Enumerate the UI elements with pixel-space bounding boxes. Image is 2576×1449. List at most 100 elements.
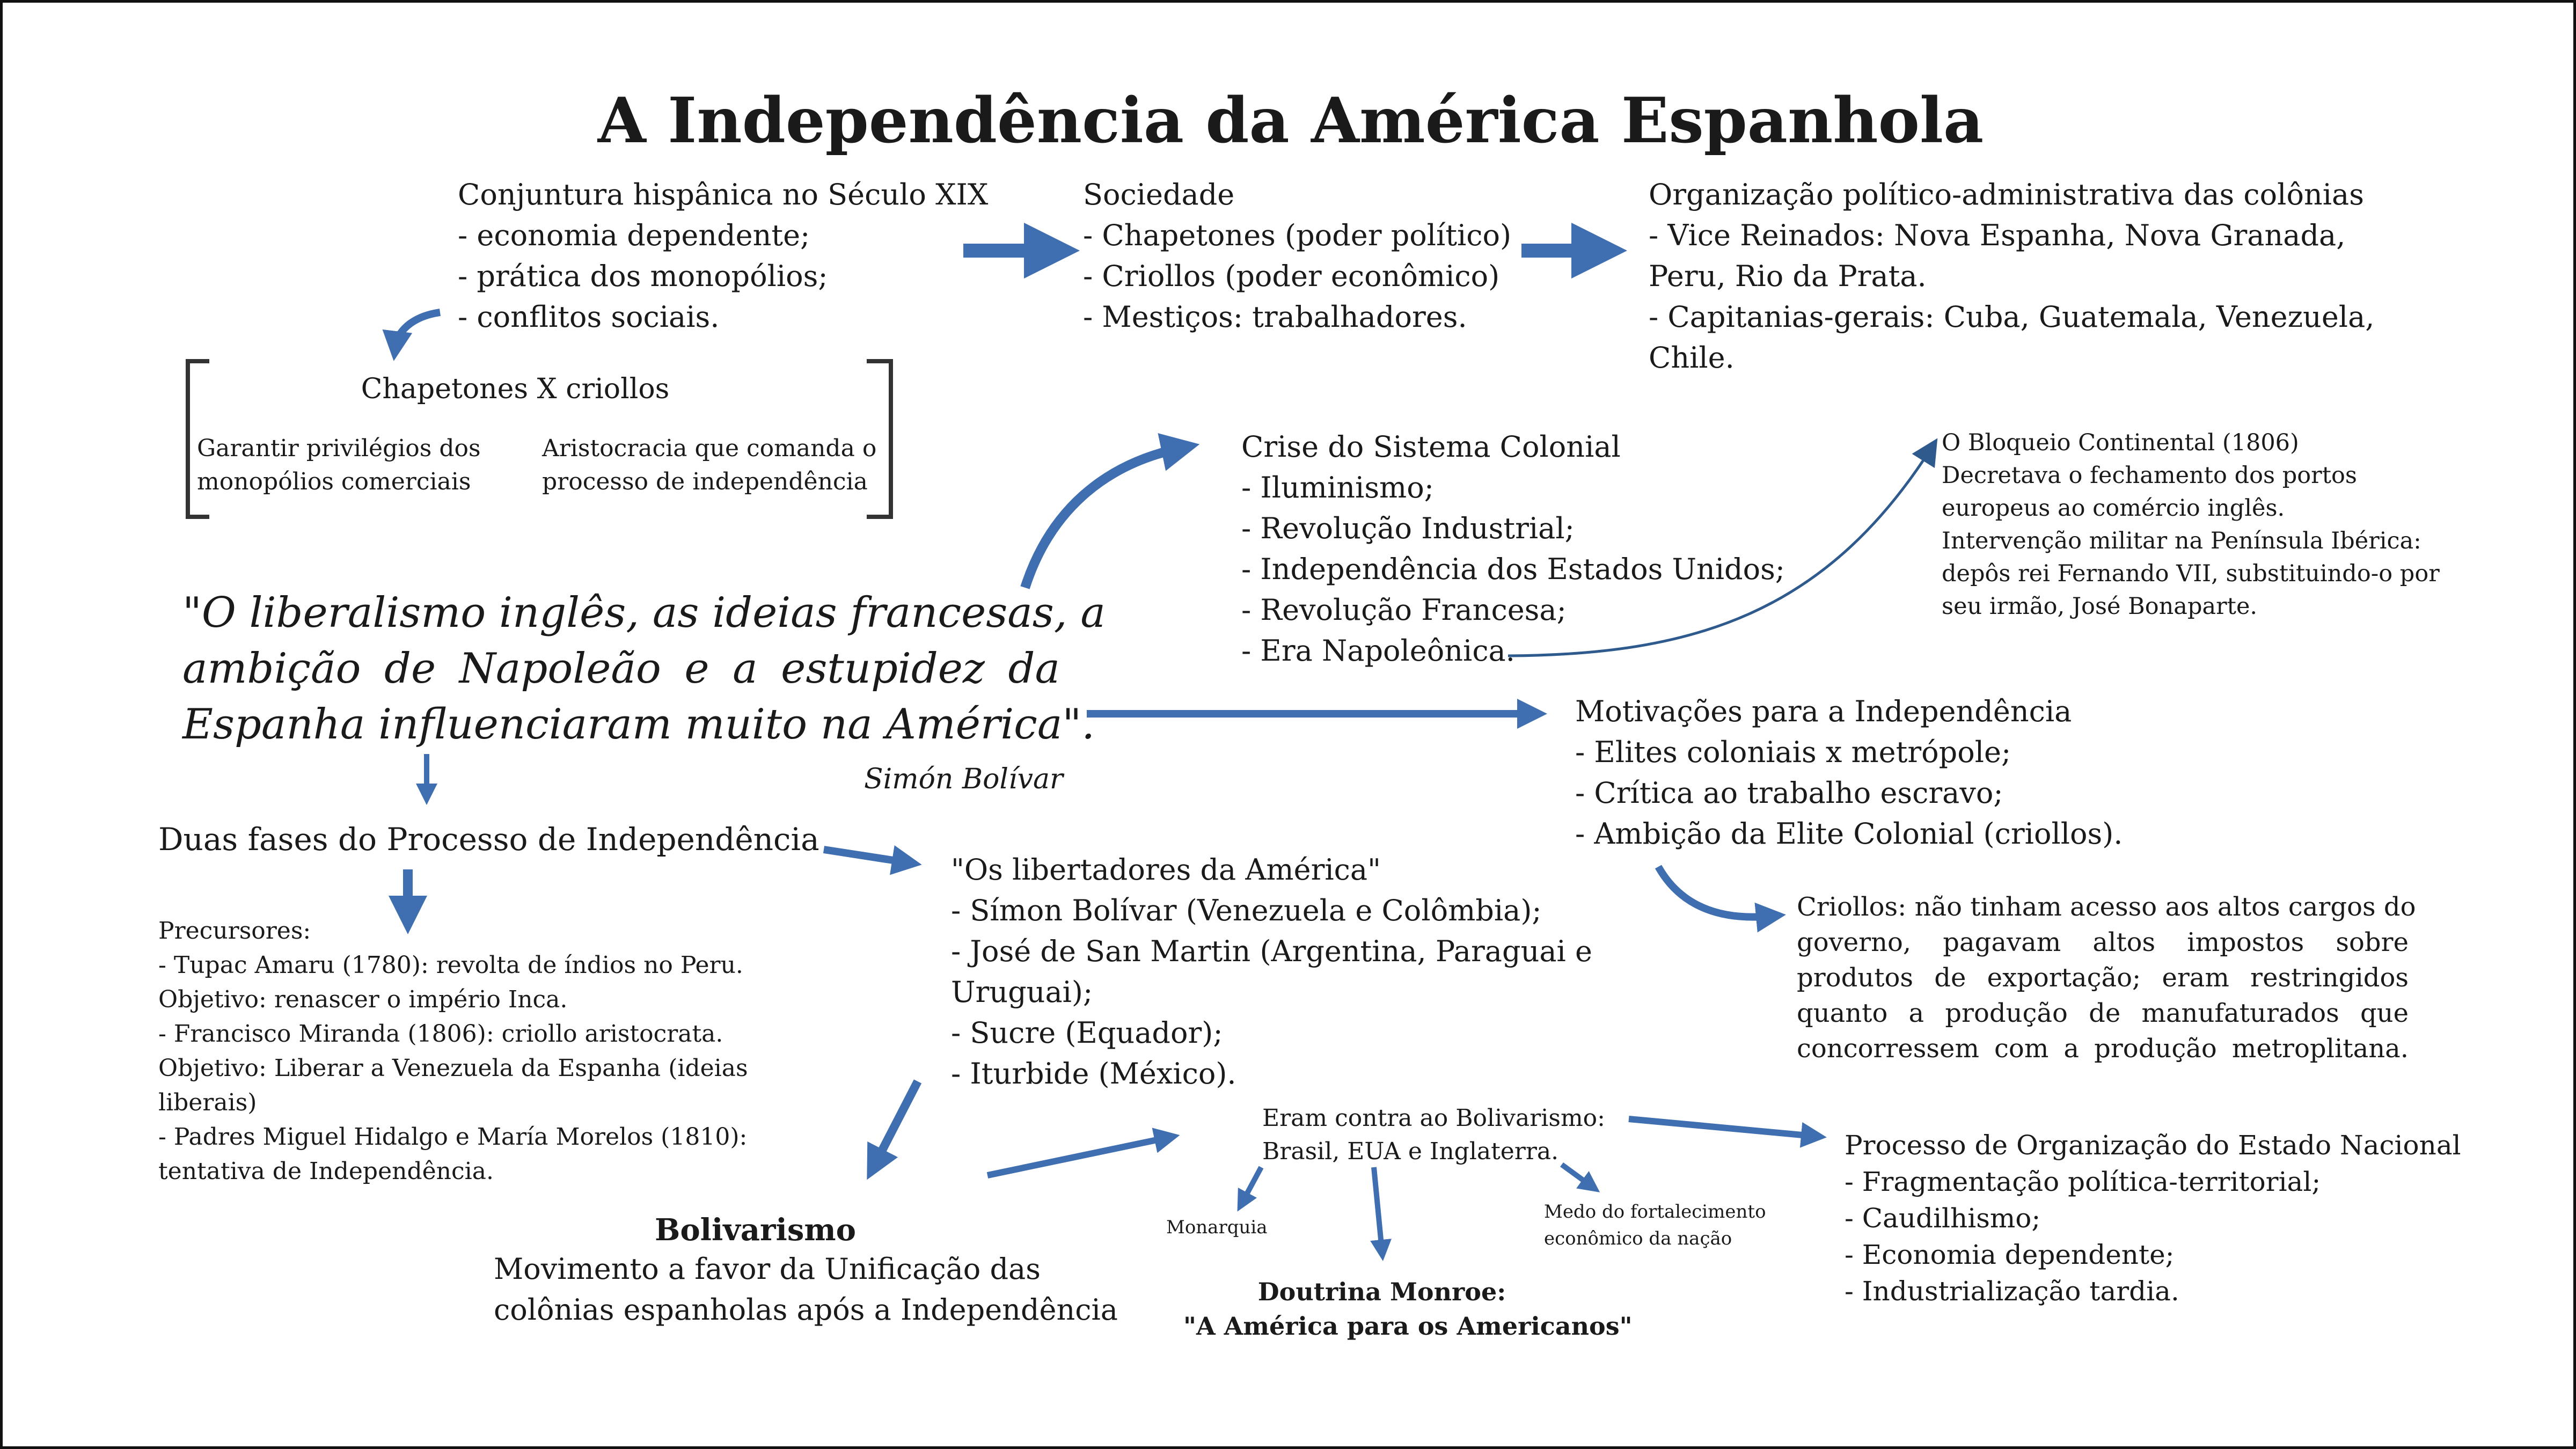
crise-block: Crise do Sistema Colonial - Iluminismo; … bbox=[1241, 427, 1785, 671]
processo-item: - Fragmentação política-territorial; bbox=[1845, 1166, 2321, 1197]
motivacoes-item: - Ambição da Elite Colonial (criollos). bbox=[1575, 817, 2123, 851]
motivacoes-block: Motivações para a Independência - Elites… bbox=[1575, 691, 2123, 854]
bolivarismo-desc: Movimento a favor da Unificação das colô… bbox=[494, 1249, 1118, 1330]
motivacoes-item: - Crítica ao trabalho escravo; bbox=[1575, 776, 2003, 810]
libertadores-block: "Os libertadores da América" - Símon Bol… bbox=[951, 850, 1592, 1094]
contra-line: Brasil, EUA e Inglaterra. bbox=[1262, 1138, 1559, 1165]
criollos-block: Criollos: não tinham acesso aos altos ca… bbox=[1797, 889, 2416, 1066]
arrow-contra-to-monroe bbox=[1370, 1167, 1392, 1261]
contra-line: Eram contra ao Bolivarismo: bbox=[1262, 1104, 1605, 1132]
precursores-block: Precursores: - Tupac Amaru (1780): revol… bbox=[158, 914, 748, 1189]
crise-item: - Era Napoleônica. bbox=[1241, 634, 1515, 668]
quote-author: Simón Bolívar bbox=[864, 763, 1063, 795]
arrow-conjuntura-to-chapetones bbox=[382, 309, 441, 361]
organizacao-line: - Vice Reinados: Nova Espanha, Nova Gran… bbox=[1649, 218, 2346, 252]
arrow-contra-to-medo bbox=[1560, 1162, 1600, 1192]
duas-fases-heading: Duas fases do Processo de Independência bbox=[158, 821, 819, 858]
quote-line-last: Espanha influenciaram muito na América". bbox=[182, 700, 1095, 749]
monroe-heading: Doutrina Monroe: bbox=[1257, 1277, 1506, 1306]
bolivarismo-line: colônias espanholas após a Independência bbox=[494, 1293, 1118, 1327]
criollos-line: produtos de exportação; eram restringido… bbox=[1797, 963, 2409, 993]
crise-item: - Independência dos Estados Unidos; bbox=[1241, 552, 1785, 586]
criollos-line: governo, pagavam altos impostos sobre bbox=[1797, 927, 2409, 957]
bloqueio-line: depôs rei Fernando VII, substituindo-o p… bbox=[1942, 560, 2440, 587]
chapetones-left: Garantir privilégios dos monopólios come… bbox=[197, 432, 481, 499]
precursores-line: tentativa de Independência. bbox=[158, 1158, 494, 1185]
libertadores-line: - Sucre (Equador); bbox=[951, 1016, 1223, 1050]
monroe-sub: "A América para os Americanos" bbox=[1183, 1312, 1633, 1341]
motivacoes-item: - Elites coloniais x metrópole; bbox=[1575, 735, 2011, 769]
criollos-line: quanto a produção de manufaturados que bbox=[1797, 998, 2409, 1028]
bloqueio-line: Decretava o fechamento dos portos bbox=[1942, 462, 2357, 489]
arrow-crise-to-bloqueio bbox=[1507, 438, 1938, 657]
processo-block: Processo de Organização do Estado Nacion… bbox=[1845, 1127, 2461, 1309]
conjuntura-item: - prática dos monopólios; bbox=[458, 259, 828, 293]
bloqueio-line: Intervenção militar na Península Ibérica… bbox=[1942, 528, 2421, 554]
organizacao-heading: Organização político-administrativa das … bbox=[1649, 178, 2364, 211]
sociedade-heading: Sociedade bbox=[1083, 178, 1235, 211]
crise-item: - Iluminismo; bbox=[1241, 471, 1434, 504]
processo-item: - Industrialização tardia. bbox=[1845, 1276, 2179, 1307]
chapetones-left-line: monopólios comerciais bbox=[197, 468, 471, 495]
organizacao-line: Peru, Rio da Prata. bbox=[1649, 259, 1927, 293]
processo-item: - Economia dependente; bbox=[1845, 1239, 2175, 1270]
chapetones-right: Aristocracia que comanda o processo de i… bbox=[542, 432, 876, 499]
arrow-motivacoes-to-criollos bbox=[1655, 865, 1786, 933]
arrows-layer bbox=[186, 223, 1938, 1261]
criollos-line: Criollos: não tinham acesso aos altos ca… bbox=[1797, 892, 2416, 922]
medo-line: Medo do fortalecimento bbox=[1544, 1201, 1766, 1223]
arrow-bolivarismo-to-contra bbox=[986, 1128, 1180, 1179]
conjuntura-item: - conflitos sociais. bbox=[458, 300, 720, 334]
bloqueio-line: europeus ao comércio inglês. bbox=[1942, 495, 2285, 522]
bolivarismo-line: Movimento a favor da Unificação das bbox=[494, 1252, 1041, 1286]
bloqueio-line: O Bloqueio Continental (1806) bbox=[1942, 429, 2299, 456]
motivacoes-heading: Motivações para a Independência bbox=[1575, 694, 2072, 728]
processo-item: - Caudilhismo; bbox=[1845, 1203, 2041, 1234]
medo-line: econômico da nação bbox=[1544, 1228, 1732, 1249]
crise-heading: Crise do Sistema Colonial bbox=[1241, 430, 1621, 464]
libertadores-line: - José de San Martin (Argentina, Paragua… bbox=[951, 934, 1592, 968]
quote-line: ambição de Napoleão e a estupidez da bbox=[182, 645, 1060, 693]
monroe-block: Doutrina Monroe: "A América para os Amer… bbox=[1183, 1275, 1633, 1343]
arrow-libertadores-to-bolivarismo bbox=[867, 1079, 922, 1180]
bolivarismo-heading: Bolivarismo bbox=[655, 1212, 856, 1248]
crise-item: - Revolução Francesa; bbox=[1241, 593, 1567, 627]
precursores-line: Objetivo: Liberar a Venezuela da Espanha… bbox=[158, 1055, 748, 1082]
precursores-line: - Francisco Miranda (1806): criollo aris… bbox=[158, 1020, 723, 1048]
conjuntura-item: - economia dependente; bbox=[458, 218, 810, 252]
organizacao-line: Chile. bbox=[1649, 341, 1735, 375]
arrow-quote-to-crise bbox=[1020, 433, 1200, 589]
arrow-contra-to-monarquia bbox=[1237, 1166, 1264, 1212]
chapetones-left-line: Garantir privilégios dos bbox=[197, 435, 481, 462]
libertadores-line: - Iturbide (México). bbox=[951, 1057, 1236, 1091]
precursores-line: liberais) bbox=[158, 1089, 257, 1116]
processo-heading: Processo de Organização do Estado Nacion… bbox=[1845, 1130, 2461, 1161]
organizacao-block: Organização político-administrativa das … bbox=[1649, 174, 2374, 378]
precursores-line: - Tupac Amaru (1780): revolta de índios … bbox=[158, 952, 743, 979]
libertadores-line: Uruguai); bbox=[951, 975, 1093, 1009]
monarquia-label: Monarquia bbox=[1166, 1217, 1268, 1238]
precursores-line: Objetivo: renascer o império Inca. bbox=[158, 986, 568, 1013]
chapetones-right-line: Aristocracia que comanda o bbox=[542, 435, 877, 462]
chapetones-right-line: processo de independência bbox=[542, 468, 868, 495]
libertadores-heading: "Os libertadores da América" bbox=[951, 853, 1381, 887]
medo-block: Medo do fortalecimento econômico da naçã… bbox=[1544, 1198, 1766, 1252]
sociedade-item: - Mestiços: trabalhadores. bbox=[1083, 300, 1467, 334]
page-title: A Independência da América Espanhola bbox=[597, 84, 1984, 157]
quote-line: "O liberalismo inglês, as ideias frances… bbox=[182, 589, 1106, 637]
criollos-line-last: concorressem com a produção metroplitana… bbox=[1797, 1034, 2409, 1064]
organizacao-line: - Capitanias-gerais: Cuba, Guatemala, Ve… bbox=[1649, 300, 2375, 334]
libertadores-line: - Símon Bolívar (Venezuela e Colômbia); bbox=[951, 894, 1542, 927]
bloqueio-block: O Bloqueio Continental (1806) Decretava … bbox=[1942, 427, 2440, 623]
bolivar-quote: "O liberalismo inglês, as ideias frances… bbox=[182, 585, 1106, 752]
chapetones-heading: Chapetones X criollos bbox=[361, 373, 670, 405]
arrow-contra-to-processo bbox=[1628, 1116, 1827, 1148]
bracket-left bbox=[186, 359, 209, 519]
sociedade-item: - Criollos (poder econômico) bbox=[1083, 259, 1500, 293]
sociedade-block: Sociedade - Chapetones (poder político) … bbox=[1083, 174, 1511, 338]
arrow-duas-fases-to-libertadores bbox=[823, 845, 922, 875]
bloqueio-line: seu irmão, José Bonaparte. bbox=[1942, 593, 2258, 620]
precursores-line: Precursores: bbox=[158, 917, 311, 945]
contra-block: Eram contra ao Bolivarismo: Brasil, EUA … bbox=[1262, 1102, 1605, 1168]
